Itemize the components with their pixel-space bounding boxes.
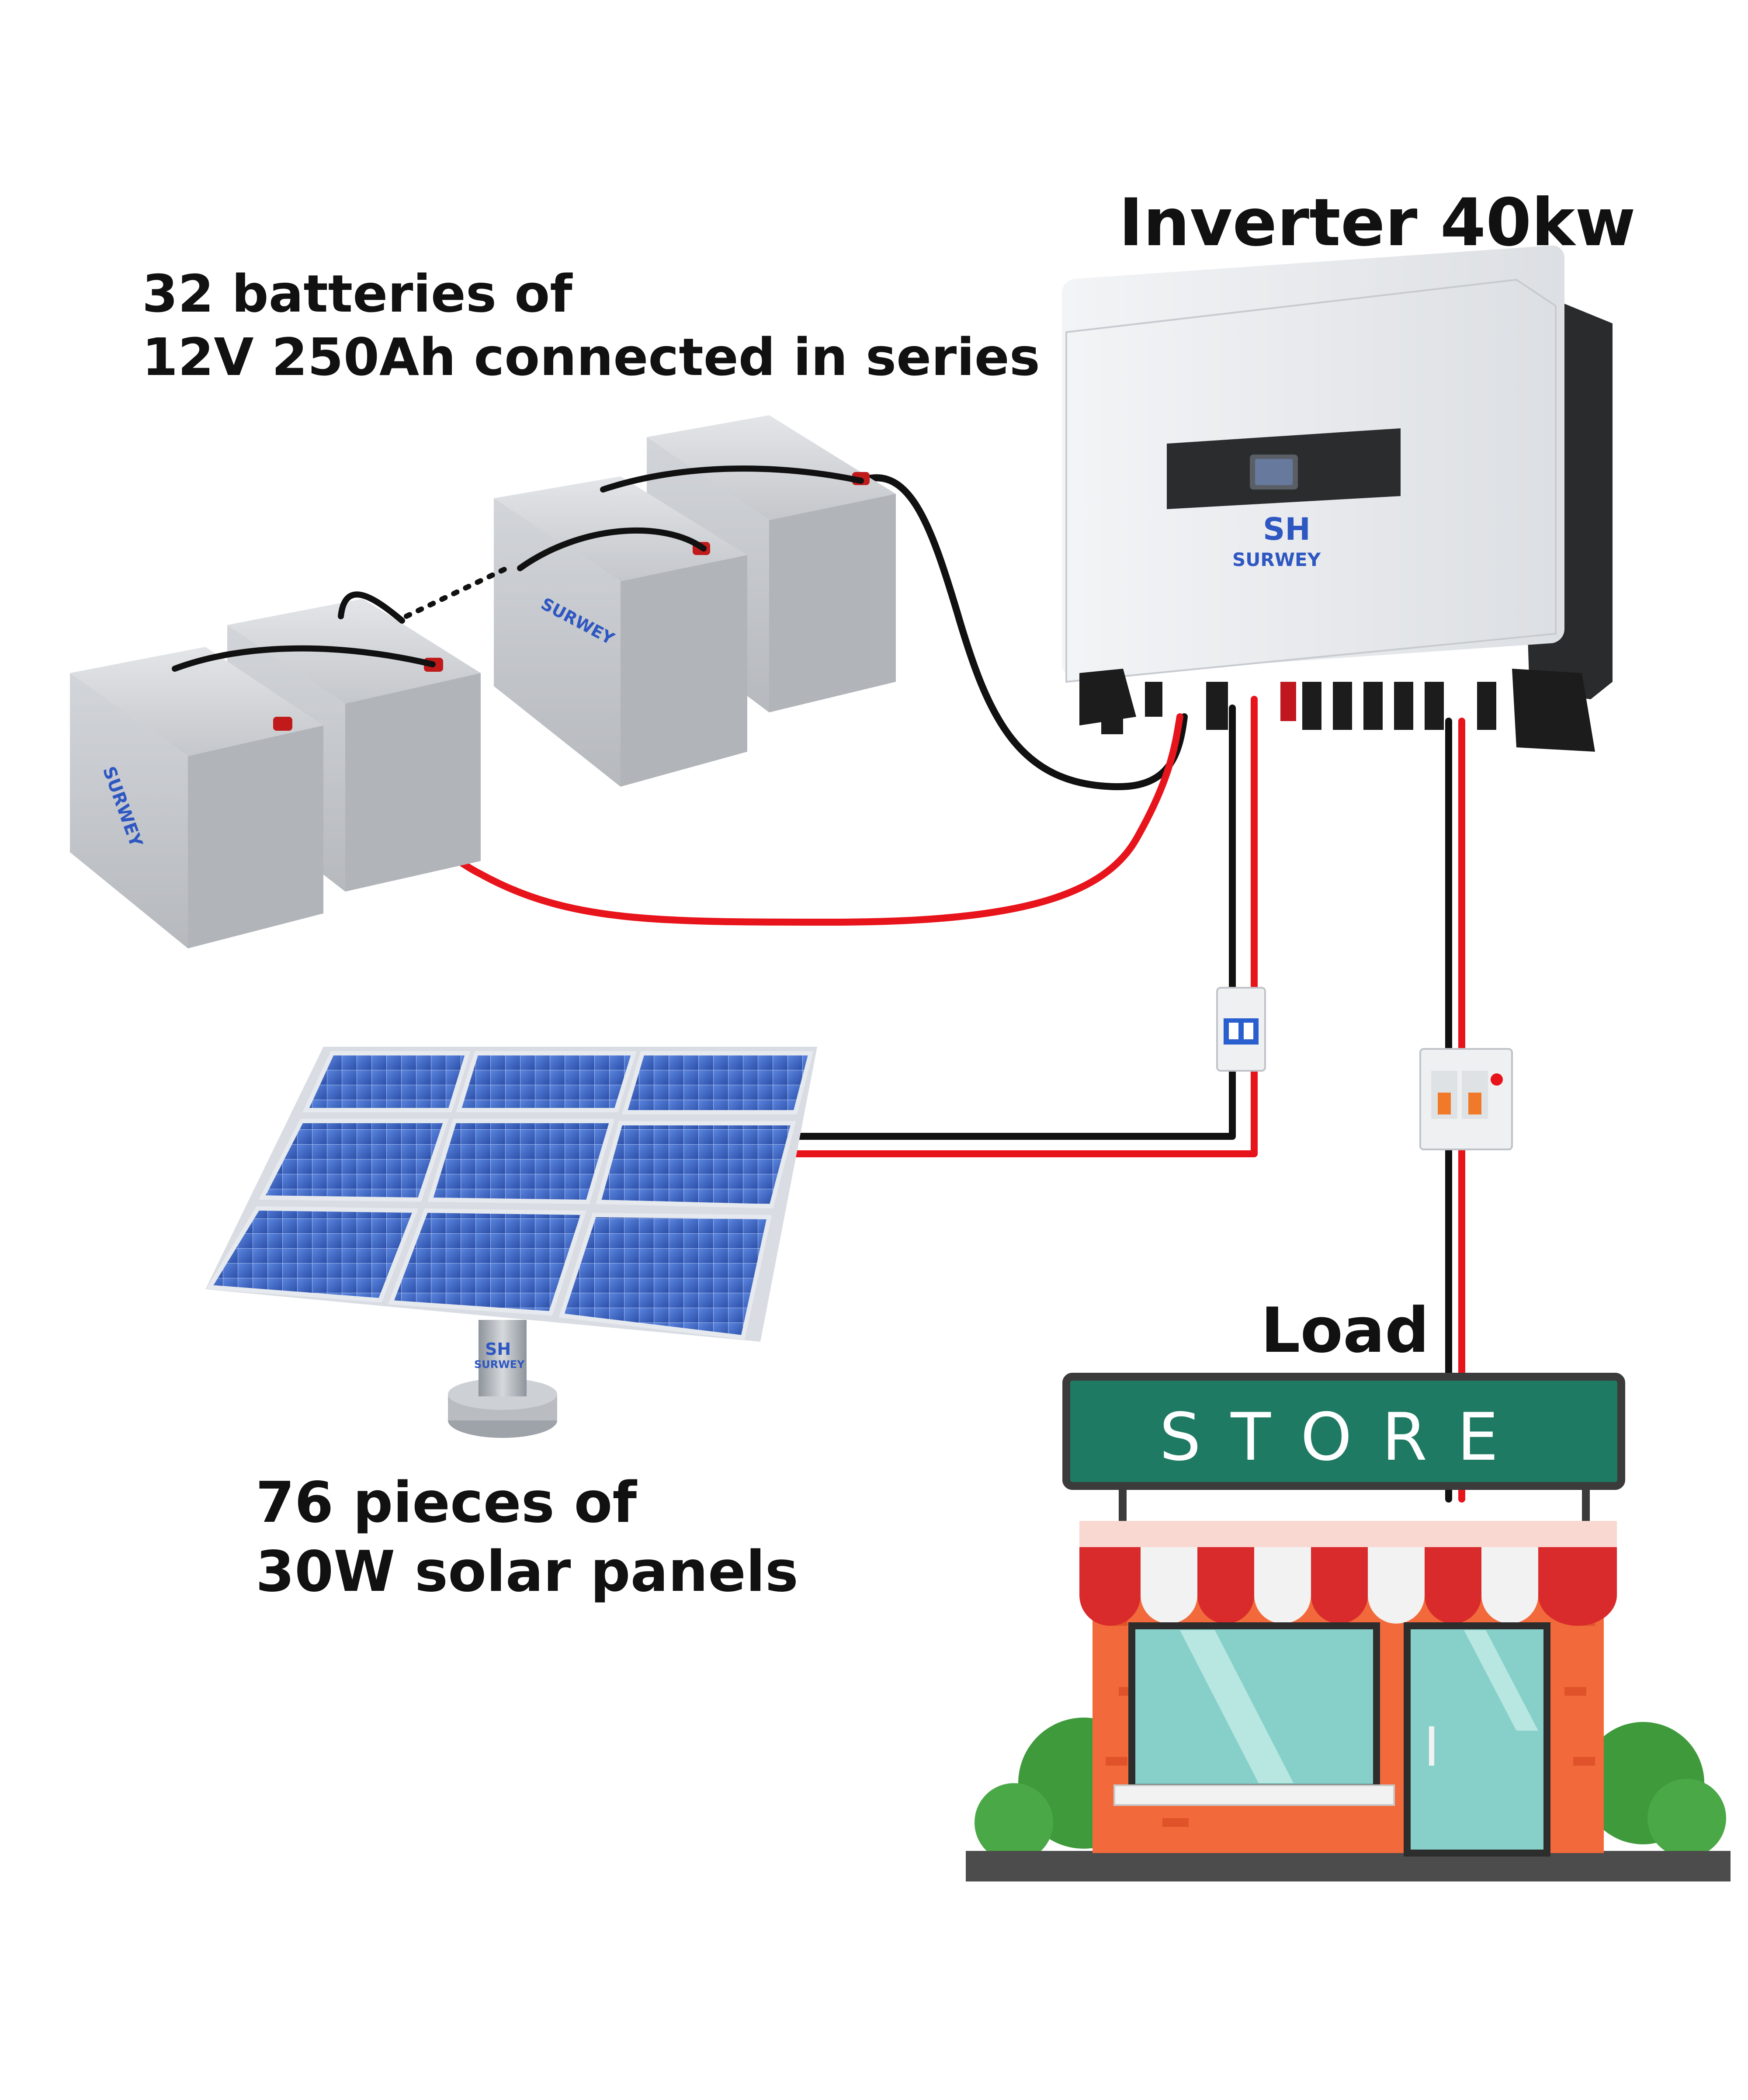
battery-label: 32 batteries of 12V 250Ah connected in s… xyxy=(142,262,1040,389)
solar-panel: SH SURWEY xyxy=(205,1047,817,1438)
svg-text:SH: SH xyxy=(485,1340,511,1359)
load-breaker xyxy=(1419,1048,1513,1150)
store-sign: STORE xyxy=(1062,1373,1625,1490)
store-door xyxy=(1404,1622,1550,1857)
battery-1: SURWEY xyxy=(70,647,323,948)
dotted-series-link xyxy=(404,566,510,619)
battery-label-line1: 32 batteries of xyxy=(142,264,572,324)
pv-red-cable xyxy=(783,696,1258,1157)
solar-label-line2: 30W solar panels xyxy=(256,1539,798,1604)
inverter: SH SURWEY xyxy=(1062,245,1613,752)
solar-label: 76 pieces of 30W solar panels xyxy=(256,1468,798,1607)
store xyxy=(966,1486,1731,1881)
battery-bank: SURWEY SURWEY xyxy=(70,415,896,948)
pv-black-cable xyxy=(783,705,1236,1140)
solar-label-line1: 76 pieces of xyxy=(256,1470,637,1535)
inverter-label: Inverter 40kw xyxy=(1119,185,1636,261)
pv-breaker xyxy=(1216,987,1266,1072)
battery-negative-cable xyxy=(857,474,1188,790)
inverter-brand: SURWEY xyxy=(1232,549,1321,570)
svg-text:SURWEY: SURWEY xyxy=(474,1358,525,1371)
load-label: Load xyxy=(1261,1295,1429,1367)
battery-label-line2: 12V 250Ah connected in series xyxy=(142,327,1040,387)
store-sign-text: STORE xyxy=(1159,1399,1528,1475)
inverter-logo-mark: SH xyxy=(1263,511,1311,547)
